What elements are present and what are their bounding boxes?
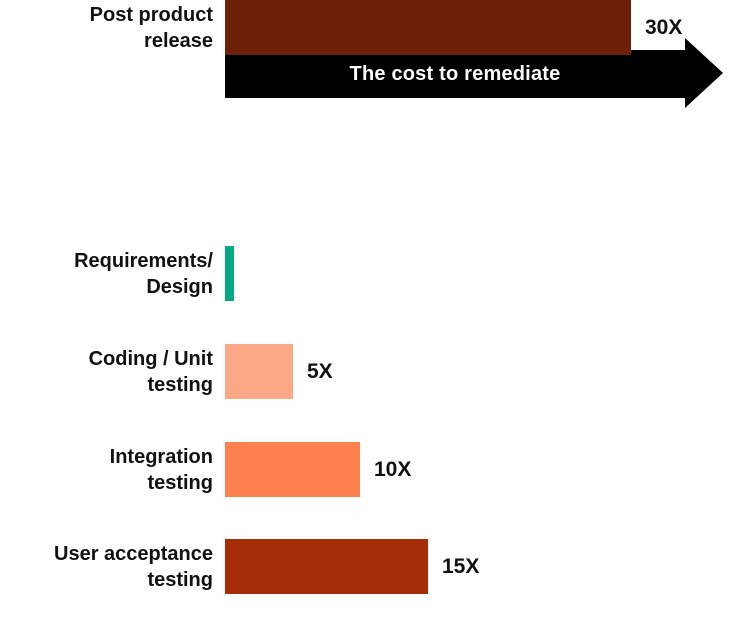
value-label: 30X — [645, 15, 683, 39]
category-label: Integration testing — [0, 444, 213, 496]
category-label-line: Requirements/ — [74, 249, 213, 272]
category-label-line: User acceptance — [54, 542, 213, 565]
bar-row-post-product-release: Post product release 30X — [0, 0, 682, 55]
value-label: 10X — [374, 457, 412, 481]
category-label-line: testing — [147, 471, 213, 494]
bar — [225, 442, 360, 497]
bar — [225, 539, 428, 594]
category-label-line: Post product — [89, 3, 213, 26]
cost-arrow-body: The cost to remediate — [225, 50, 685, 98]
category-label-line: release — [144, 29, 213, 52]
cost-arrow: The cost to remediate — [225, 38, 723, 108]
bar-row-coding-unit-testing: Coding / Unit testing 5X — [0, 344, 333, 399]
bar-row-integration-testing: Integration testing 10X — [0, 442, 411, 497]
value-label: 5X — [307, 359, 333, 383]
bar-row-user-acceptance-testing: User acceptance testing 15X — [0, 539, 479, 594]
bar — [225, 0, 631, 55]
category-label-line: Design — [146, 275, 213, 298]
category-label: Coding / Unit testing — [0, 346, 213, 398]
value-label: 15X — [442, 554, 480, 578]
category-label: Post product release — [0, 2, 213, 54]
bar — [225, 344, 293, 399]
chart-title: The cost to remediate — [349, 62, 561, 85]
bar — [225, 246, 234, 301]
category-label: Requirements/ Design — [0, 248, 213, 300]
category-label-line: testing — [147, 373, 213, 396]
arrow-head-icon — [685, 38, 723, 108]
category-label-line: testing — [147, 568, 213, 591]
category-label: User acceptance testing — [0, 541, 213, 593]
bar-row-requirements-design: Requirements/ Design — [0, 246, 248, 301]
category-label-line: Coding / Unit — [88, 347, 213, 370]
category-label-line: Integration — [109, 445, 213, 468]
